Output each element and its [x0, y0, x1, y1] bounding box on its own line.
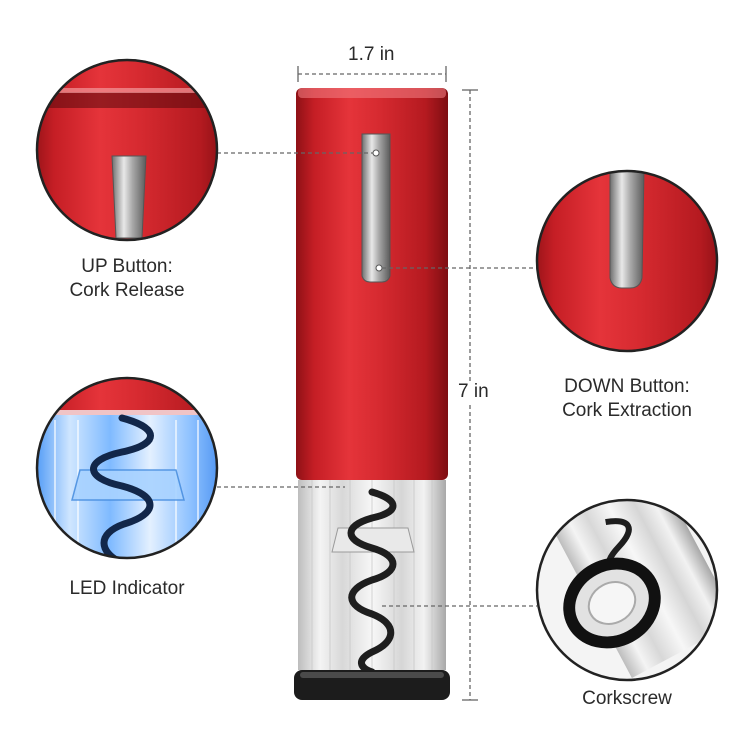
led-indicator-label: LED Indicator	[69, 578, 185, 599]
width-dimension-label: 1.7 in	[348, 44, 395, 65]
callout-lines	[217, 152, 537, 607]
up-button-title: UP Button:	[81, 256, 173, 277]
wine-opener-device	[294, 88, 450, 700]
red-body	[296, 88, 448, 480]
callout-corkscrew-circle	[535, 498, 719, 682]
up-button-label: UP Button: Cork Release	[27, 255, 227, 303]
callout-up-button-circle	[35, 58, 219, 242]
corkscrew-spiral	[347, 488, 397, 676]
up-down-button	[361, 133, 391, 283]
callout-led-indicator-circle	[35, 376, 219, 560]
height-dimension-label: 7 in	[456, 381, 491, 403]
corkscrew-label: Corkscrew	[582, 688, 672, 709]
up-button-subtitle: Cork Release	[69, 280, 185, 301]
callout-down-button-circle	[535, 169, 719, 353]
down-button-subtitle: Cork Extraction	[562, 400, 692, 421]
down-button-title: DOWN Button:	[564, 376, 690, 397]
down-button-label: DOWN Button: Cork Extraction	[522, 375, 732, 423]
